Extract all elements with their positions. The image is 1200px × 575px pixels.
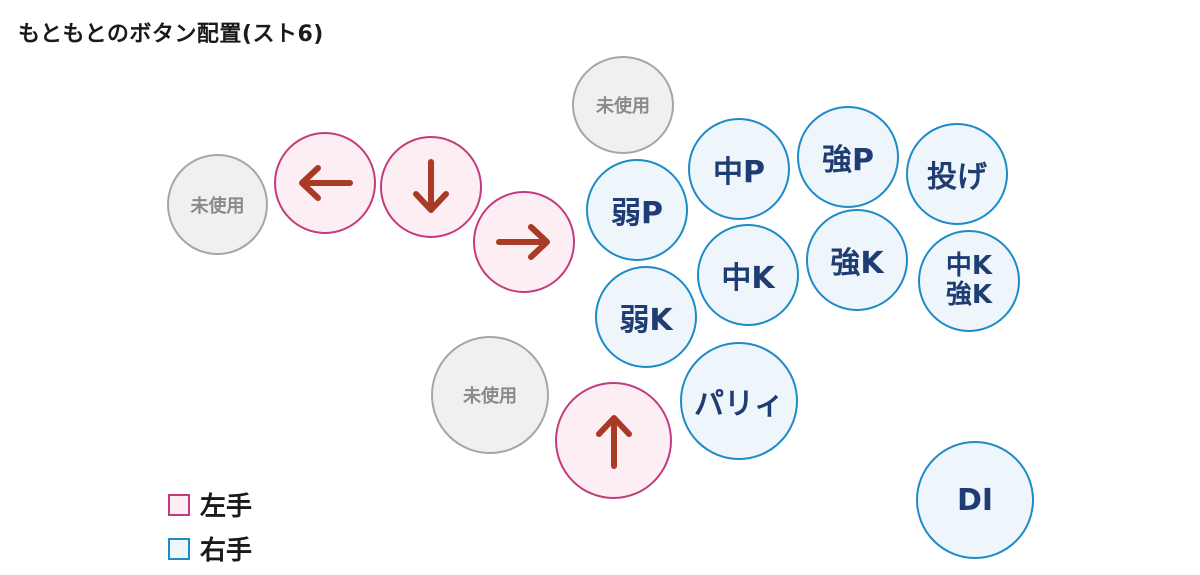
weak-punch-button[interactable]: 弱P bbox=[586, 159, 688, 261]
left-hand-swatch bbox=[168, 493, 190, 516]
throw-label: 投げ bbox=[927, 160, 987, 195]
right-direction-button[interactable] bbox=[473, 191, 575, 293]
medium-kick-label: 中K bbox=[721, 261, 775, 296]
parry-button[interactable]: パリィ bbox=[680, 342, 798, 460]
legend-right-hand: 右手 bbox=[168, 530, 252, 567]
weak-punch-label: 弱P bbox=[611, 196, 663, 231]
unused-label: 未使用 bbox=[596, 96, 650, 117]
left-hand-legend-label: 左手 bbox=[200, 492, 253, 522]
down-arrow-icon bbox=[413, 159, 449, 213]
up-arrow-icon bbox=[595, 414, 632, 469]
unused-button-left[interactable]: 未使用 bbox=[167, 154, 268, 255]
weak-kick-button[interactable]: 弱K bbox=[595, 266, 697, 368]
right-hand-swatch bbox=[168, 537, 190, 560]
page-title: もともとのボタン配置(スト6) bbox=[18, 22, 324, 47]
medium-kick-button[interactable]: 中K bbox=[697, 224, 799, 326]
right-arrow-icon bbox=[496, 224, 550, 260]
left-direction-button[interactable] bbox=[274, 132, 376, 234]
unused-button-top[interactable]: 未使用 bbox=[572, 56, 674, 154]
right-hand-legend-label: 右手 bbox=[200, 536, 253, 566]
unused-label: 未使用 bbox=[190, 195, 245, 217]
medium-punch-button[interactable]: 中P bbox=[688, 118, 790, 220]
throw-button[interactable]: 投げ bbox=[906, 123, 1008, 225]
up-direction-button[interactable] bbox=[555, 382, 672, 499]
down-direction-button[interactable] bbox=[380, 136, 482, 238]
heavy-kick-label: 強K bbox=[830, 246, 884, 281]
medium-heavy-kick-label: 中K 強K bbox=[946, 252, 992, 310]
heavy-punch-label: 強P bbox=[822, 143, 874, 178]
medium-heavy-kick-line1: 中K bbox=[945, 251, 993, 281]
unused-label: 未使用 bbox=[463, 386, 517, 407]
medium-heavy-kick-button[interactable]: 中K 強K bbox=[918, 230, 1020, 332]
medium-punch-label: 中P bbox=[713, 155, 765, 190]
drive-impact-button[interactable]: DI bbox=[916, 441, 1034, 559]
drive-impact-label: DI bbox=[956, 482, 994, 518]
heavy-punch-button[interactable]: 強P bbox=[797, 106, 899, 208]
unused-button-bottom[interactable]: 未使用 bbox=[431, 336, 549, 454]
weak-kick-label: 弱K bbox=[619, 303, 673, 338]
parry-label: パリィ bbox=[694, 387, 784, 422]
left-arrow-icon bbox=[299, 165, 353, 201]
legend-left-hand: 左手 bbox=[168, 486, 252, 523]
medium-heavy-kick-line2: 強K bbox=[945, 280, 993, 310]
heavy-kick-button[interactable]: 強K bbox=[806, 209, 908, 311]
